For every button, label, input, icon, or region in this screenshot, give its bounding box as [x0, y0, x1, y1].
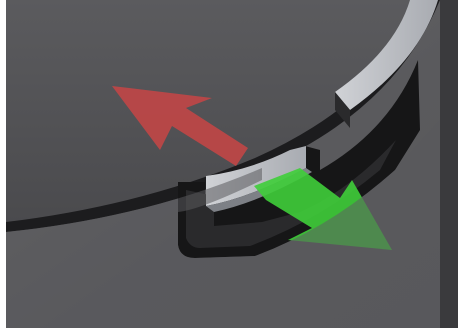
- frame-border-right: [458, 0, 468, 333]
- side-panel: [440, 0, 458, 333]
- frame-border-bottom: [0, 328, 468, 333]
- frame-border-left: [0, 0, 6, 333]
